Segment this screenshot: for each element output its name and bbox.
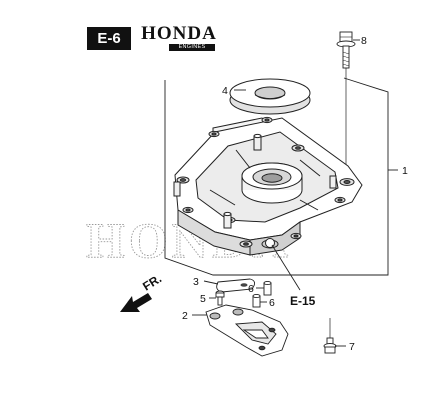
brand-wordmark: HONDA [141,23,217,44]
callout-6-lower: 6 [269,297,275,309]
bolt-part-7 [323,318,337,354]
callout-4: 4 [222,85,228,97]
callout-6-upper: 6 [248,283,254,295]
section-code-badge: E-6 [87,27,131,50]
callout-2: 2 [182,310,188,322]
section-code: E-6 [97,30,121,47]
reference-e15: E-15 [290,294,316,308]
crankcase-cover-part [173,116,363,256]
honda-engines-logo: HONDA ENGINES [137,23,221,51]
callout-8: 8 [361,35,367,47]
callout-7: 7 [349,341,355,353]
front-direction-arrow-icon [120,293,152,312]
dowel-pin-part-upper [263,280,272,296]
dowel-pin-part-lower [252,293,261,308]
callout-1: 1 [402,165,408,177]
spacer-plate-part [216,278,255,293]
governor-plate-part [205,304,289,357]
callout-5: 5 [200,293,206,305]
small-bolt-part [215,290,225,306]
brand-subtitle: ENGINES [169,44,215,51]
callout-3: 3 [193,276,199,288]
flange-bolt-part [336,31,356,69]
front-direction-label: FR. [140,271,164,293]
leader-line-3 [203,280,219,285]
assembly-bracket [164,77,389,276]
oil-seal-part [229,78,311,115]
reference-leader-line [271,244,301,291]
